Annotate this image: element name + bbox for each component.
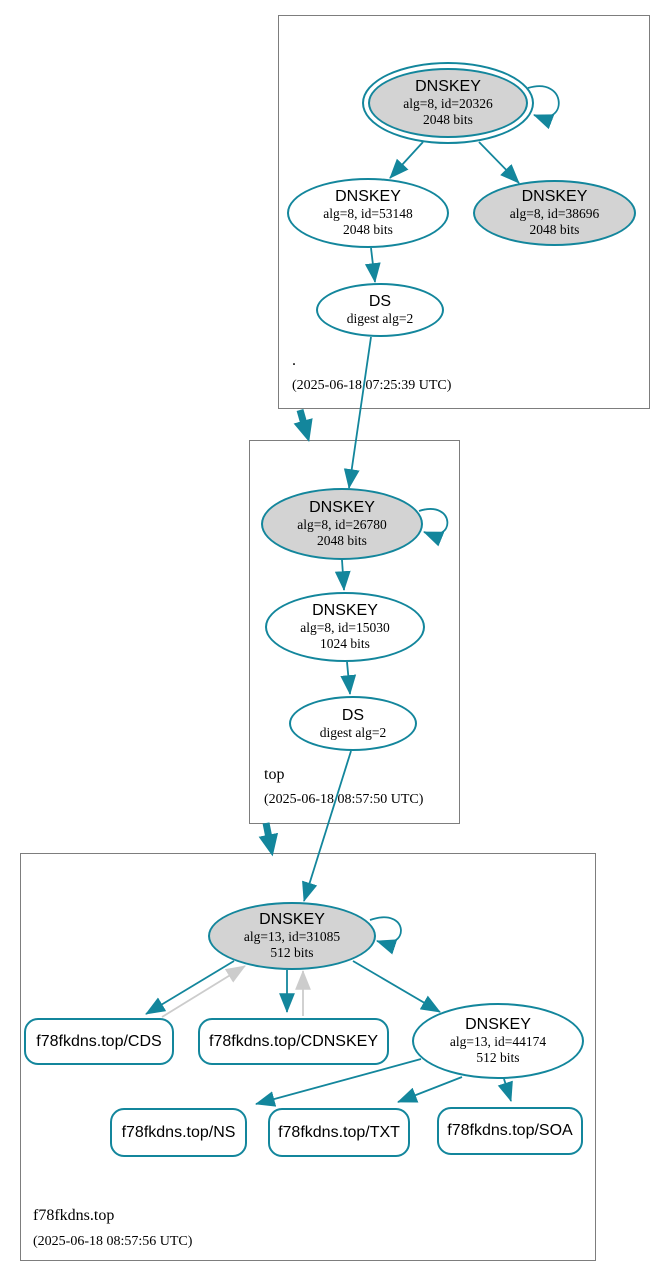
edge-delegation-root-to-top <box>293 409 313 442</box>
zone-label-root: . <box>292 352 296 369</box>
zone-label-f78fkdns-top: f78fkdns.top <box>33 1207 115 1224</box>
node-detail: 512 bits <box>270 945 314 960</box>
node-detail: alg=8, id=26780 <box>297 517 387 532</box>
rrset-node-cds[interactable]: f78fkdns.top/CDS <box>24 1018 174 1065</box>
node-title: DNSKEY <box>465 1016 531 1033</box>
dnskey-node-root-ksk-20326[interactable]: DNSKEY alg=8, id=20326 2048 bits <box>362 62 534 144</box>
dnskey-node-top-ksk-26780[interactable]: DNSKEY alg=8, id=26780 2048 bits <box>261 488 423 560</box>
rrset-node-cdnskey[interactable]: f78fkdns.top/CDNSKEY <box>198 1018 389 1065</box>
dnskey-node-f78-zsk-44174[interactable]: DNSKEY alg=13, id=44174 512 bits <box>412 1003 584 1079</box>
node-title: DS <box>368 293 392 310</box>
zone-timestamp-top: (2025-06-18 08:57:50 UTC) <box>264 792 424 807</box>
node-title: DNSKEY <box>312 602 378 619</box>
dnskey-node-top-zsk-15030[interactable]: DNSKEY alg=8, id=15030 1024 bits <box>265 592 425 662</box>
dnskey-node-root-zsk-53148[interactable]: DNSKEY alg=8, id=53148 2048 bits <box>287 178 449 248</box>
rrset-node-ns[interactable]: f78fkdns.top/NS <box>110 1108 247 1157</box>
sep-inner-ring <box>368 68 528 138</box>
zone-timestamp-f78fkdns-top: (2025-06-18 08:57:56 UTC) <box>33 1234 193 1249</box>
node-title: DNSKEY <box>415 78 481 95</box>
node-detail: digest alg=2 <box>319 724 387 740</box>
node-detail: alg=13, id=44174 <box>449 1034 547 1049</box>
zone-label-top: top <box>264 766 285 783</box>
ds-node-top[interactable]: DS digest alg=2 <box>289 696 417 751</box>
node-detail: alg=8, id=20326 <box>403 96 493 111</box>
node-detail: 2048 bits <box>317 533 367 548</box>
rrset-node-soa[interactable]: f78fkdns.top/SOA <box>437 1107 583 1155</box>
node-detail: digest alg=2 <box>346 311 414 326</box>
node-title: DS <box>341 706 365 724</box>
rrset-node-txt[interactable]: f78fkdns.top/TXT <box>268 1108 410 1157</box>
node-detail: alg=8, id=15030 <box>300 620 390 635</box>
node-title: DNSKEY <box>335 188 401 205</box>
node-detail: alg=8, id=53148 <box>323 206 413 221</box>
node-detail: 1024 bits <box>320 636 370 651</box>
node-detail: 2048 bits <box>343 222 393 237</box>
node-detail: alg=8, id=38696 <box>509 206 600 221</box>
zone-timestamp-root: (2025-06-18 07:25:39 UTC) <box>292 378 452 393</box>
dnskey-node-root-38696[interactable]: DNSKEY alg=8, id=38696 2048 bits <box>473 180 636 246</box>
node-title: DNSKEY <box>259 911 325 928</box>
node-detail: 2048 bits <box>423 112 473 127</box>
node-detail: alg=13, id=31085 <box>243 929 341 944</box>
node-title: DNSKEY <box>521 188 588 205</box>
ds-node-root[interactable]: DS digest alg=2 <box>316 283 444 337</box>
edge-delegation-top-to-f78 <box>258 822 279 857</box>
node-detail: 512 bits <box>476 1050 520 1065</box>
node-title: DNSKEY <box>309 499 375 516</box>
node-detail: 2048 bits <box>529 222 580 237</box>
zone-box-root <box>278 15 650 409</box>
dnskey-node-f78-ksk-31085[interactable]: DNSKEY alg=13, id=31085 512 bits <box>208 902 376 970</box>
